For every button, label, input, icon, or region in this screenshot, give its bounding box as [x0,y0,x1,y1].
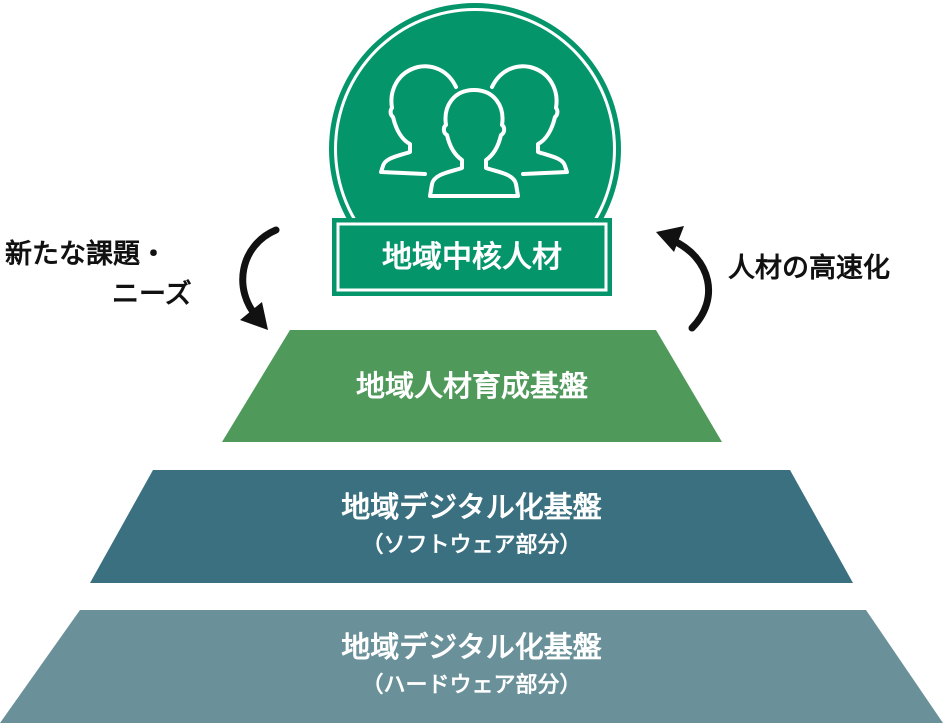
left-arrow-label-line2: ニーズ [112,279,192,310]
layer-2-trapezoid [90,470,853,583]
left-curved-arrow-icon [239,226,280,330]
right-curved-arrow-icon [656,226,713,332]
right-arrow-label: 人材の高速化 [728,253,890,284]
layer-1-title: 地域人材育成基盤 [355,369,588,403]
core-label-box [332,218,612,296]
layer-2-title: 地域デジタル化基盤 [341,490,602,524]
layer-3-subtitle: （ハードウェア部分） [361,673,582,698]
layer-2-subtitle: （ソフトウェア部分） [361,533,582,558]
core-label-border [336,222,608,292]
layer-1-trapezoid [222,330,722,442]
left-arrow-label-line1: 新たな課題・ [5,239,167,270]
layer-3-trapezoid [0,610,943,723]
people-group-icon [379,64,569,198]
layer-3-title: 地域デジタル化基盤 [341,630,602,664]
core-label: 地域中核人材 [382,240,562,275]
